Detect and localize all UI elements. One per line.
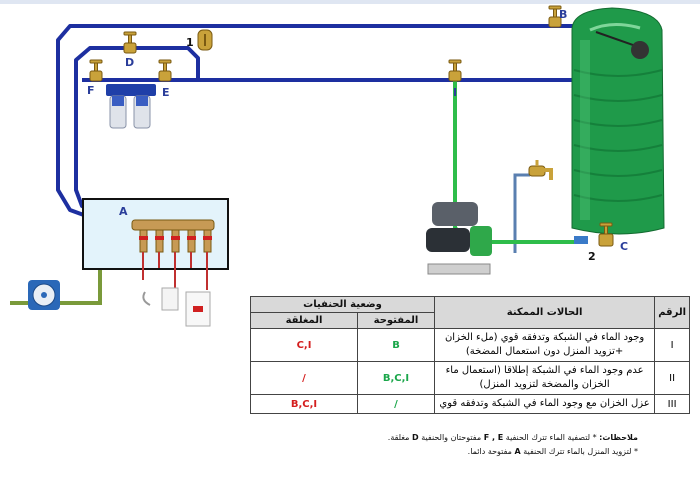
supply-pipe-outer (56, 24, 600, 224)
table-row: I وجود الماء في الشبكة وتدفقه قوي (ملء ا… (250, 328, 690, 362)
pump-outlet-pipe (513, 173, 530, 253)
notes-block: ملاحظات: * لتصفية الماء تترك الحنفية F ,… (388, 431, 638, 459)
header-valve-state: وضعية الحنفيات (250, 296, 435, 313)
row-number: III (654, 394, 690, 414)
row-closed-valves: C,I (250, 328, 358, 362)
label-f: F (87, 84, 95, 97)
pipe-number-1: 1 (186, 36, 194, 49)
header-closed: المغلقة (250, 312, 358, 329)
row-closed-valves: / (250, 361, 358, 395)
valve-b-icon (548, 5, 562, 28)
notes-line2-valve: A (514, 447, 521, 456)
notes-line-2: * لتزويد المنزل بالماء تترك الحنفية A مف… (388, 445, 638, 459)
float-ball (631, 41, 649, 59)
notes-line1-valves: F , E (483, 433, 504, 442)
valve-f-icon (89, 59, 103, 82)
row-number: I (654, 328, 690, 362)
notes-line1-post: مغلقة. (387, 433, 410, 442)
tank-outlet-arrow (574, 236, 588, 244)
row-open-valves: B,C,I (357, 361, 435, 395)
header-cases: الحالات الممكنة (433, 296, 656, 329)
notes-title: ملاحظات: (599, 433, 638, 442)
row-number: II (654, 361, 690, 395)
notes-line2-post: مفتوحة دائما. (467, 447, 512, 456)
valve-i-icon (448, 59, 462, 82)
outlet-faucet-icon (528, 160, 553, 180)
valve-e-icon (158, 59, 172, 82)
row-case: عدم وجود الماء في الشبكة إطلاقا (استعمال… (433, 361, 656, 395)
notes-line-1: ملاحظات: * لتصفية الماء تترك الحنفية F ,… (388, 431, 638, 445)
filter-bypass-pipe (74, 46, 200, 224)
pipe-number-2: 2 (588, 250, 596, 263)
header-open: المفتوحة (357, 312, 435, 329)
check-valve-1-icon (197, 29, 213, 51)
label-d: D (125, 56, 135, 69)
row-case: وجود الماء في الشبكة وتدفقه قوي (ملء الخ… (433, 328, 656, 362)
bathroom-fixtures-icon (142, 287, 211, 327)
notes-line1-mid: مفتوحتان والحنفية (421, 433, 482, 442)
table-row: II عدم وجود الماء في الشبكة إطلاقا (استع… (250, 361, 690, 395)
table-row: III عزل الخزان مع وجود الماء في الشبكة و… (250, 394, 690, 414)
manifold-icon (131, 219, 215, 290)
label-a: A (119, 205, 128, 218)
label-e: E (162, 86, 170, 99)
valve-d-icon (123, 31, 137, 54)
row-open-valves: B (357, 328, 435, 362)
water-tank (571, 7, 665, 244)
notes-line1-valve2: D (412, 433, 419, 442)
valve-c-icon (598, 222, 614, 247)
label-i: I (453, 86, 458, 99)
top-edge-bar (0, 0, 700, 4)
row-open-valves: / (357, 394, 435, 414)
label-c: C (620, 240, 629, 253)
label-b: B (559, 8, 568, 21)
row-closed-valves: B,C,I (250, 394, 358, 414)
notes-line1-pre: * لتصفية الماء تترك الحنفية (505, 433, 597, 442)
water-meter-icon (28, 280, 60, 310)
filter-unit-icon (106, 84, 156, 129)
row-case: عزل الخزان مع وجود الماء في الشبكة وتدفق… (433, 394, 656, 414)
valve-state-table: الرقم الحالات الممكنة وضعية الحنفيات الم… (250, 296, 690, 414)
notes-line2-pre: * لتزويد المنزل بالماء تترك الحنفية (523, 447, 638, 456)
header-number: الرقم (654, 296, 690, 329)
pump-icon (426, 202, 492, 275)
